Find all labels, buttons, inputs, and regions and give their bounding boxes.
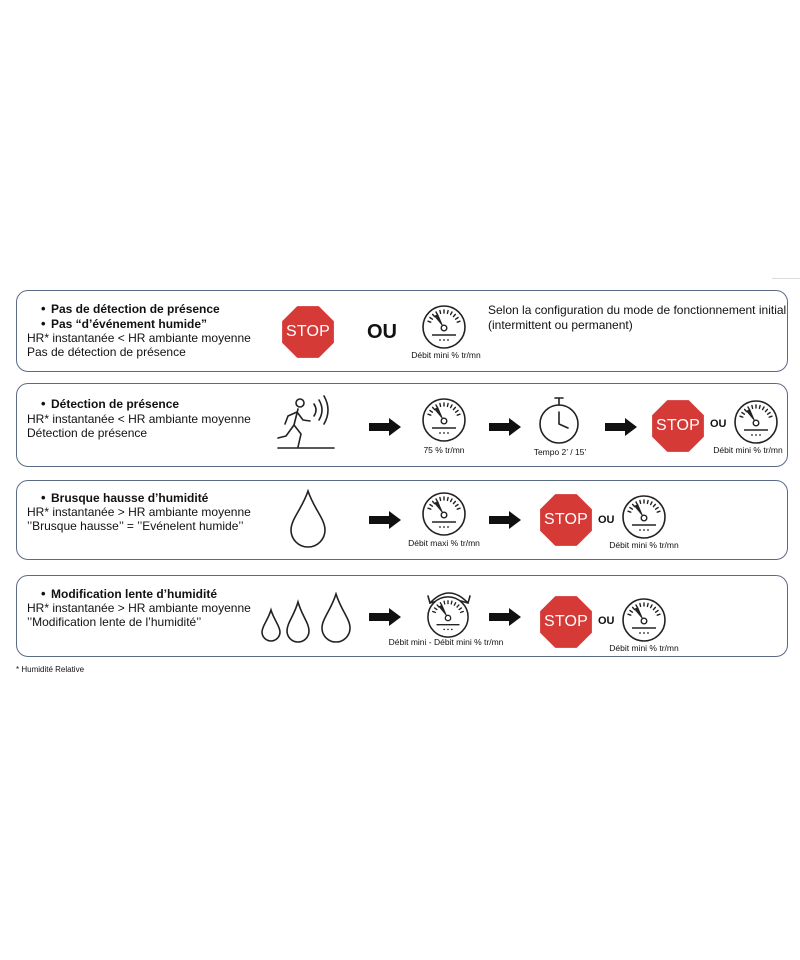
gauge-caption: Débit mini % tr/mn <box>609 540 679 550</box>
gauge-icon <box>421 397 467 448</box>
condition-line-2: Détection de présence <box>27 426 148 440</box>
arrow-right-icon <box>489 418 521 441</box>
gauge-caption: Débit mini % tr/mn <box>411 350 481 360</box>
stop-sign-icon: STOP <box>537 491 595 549</box>
bullet-sudden-humidity: Brusque hausse d’humidité <box>41 490 208 506</box>
condition-line-2: ’’Brusque hausse’’ = ’’Evénelent humide’… <box>27 519 244 533</box>
gauge-caption: 75 % tr/mn <box>423 445 465 455</box>
walking-person-icon <box>276 394 338 457</box>
gauge-caption: Débit mini - Débit mini % tr/mn <box>388 637 504 647</box>
or-label: OU <box>598 514 615 526</box>
or-label: OU <box>367 321 397 343</box>
arrow-right-icon <box>369 608 401 631</box>
water-drops-icon <box>258 591 354 653</box>
gauge-icon <box>421 491 467 542</box>
stop-label: STOP <box>655 417 701 434</box>
gauge-icon <box>733 399 779 450</box>
arrow-right-icon <box>489 511 521 534</box>
bullet-slow-humidity: Modification lente d’humidité <box>41 586 217 602</box>
footnote: * Humidité Relative <box>16 665 85 674</box>
condition-line-2: ’’Modification lente de l’humidité’’ <box>27 615 202 629</box>
mode-note-line-2: (intermittent ou permanent) <box>488 318 633 332</box>
corner-rule <box>772 278 800 279</box>
condition-line-1: HR* instantanée < HR ambiante moyenne <box>27 412 251 426</box>
mode-note-line-1: Selon la configuration du mode de foncti… <box>488 303 787 317</box>
condition-line-1: HR* instantanée > HR ambiante moyenne <box>27 601 251 615</box>
condition-line-1: HR* instantanée > HR ambiante moyenne <box>27 505 251 519</box>
gauge-icon <box>621 494 667 545</box>
bullet-presence: Détection de présence <box>41 396 179 412</box>
arrow-right-icon <box>369 418 401 441</box>
condition-line-2: Pas de détection de présence <box>27 345 186 359</box>
bullet-no-presence: Pas de détection de présence <box>41 301 220 317</box>
water-drop-icon <box>288 488 328 554</box>
arrow-right-icon <box>489 608 521 631</box>
bullet-no-humid-event: Pas “d’événement humide” <box>41 316 207 332</box>
gauge-caption: Débit mini % tr/mn <box>609 643 679 653</box>
stop-sign-icon: STOP <box>649 397 707 455</box>
condition-line-1: HR* instantanée < HR ambiante moyenne <box>27 331 251 345</box>
stop-sign-icon: STOP <box>537 593 595 651</box>
stop-label: STOP <box>543 511 589 528</box>
gauge-icon <box>421 304 467 355</box>
gauge-icon <box>621 597 667 648</box>
arrow-right-icon <box>605 418 637 441</box>
stop-sign-icon: STOP <box>279 303 337 361</box>
stop-label: STOP <box>543 613 589 630</box>
stopwatch-icon <box>536 394 582 451</box>
gauge-caption: Débit maxi % tr/mn <box>408 538 480 548</box>
or-label: OU <box>598 615 615 627</box>
gauge-icon <box>426 595 470 644</box>
stop-label: STOP <box>285 323 331 340</box>
timer-caption: Tempo 2’ / 15’ <box>533 447 587 457</box>
or-label: OU <box>710 418 727 430</box>
gauge-caption: Débit mini % tr/mn <box>713 445 783 455</box>
arrow-right-icon <box>369 511 401 534</box>
